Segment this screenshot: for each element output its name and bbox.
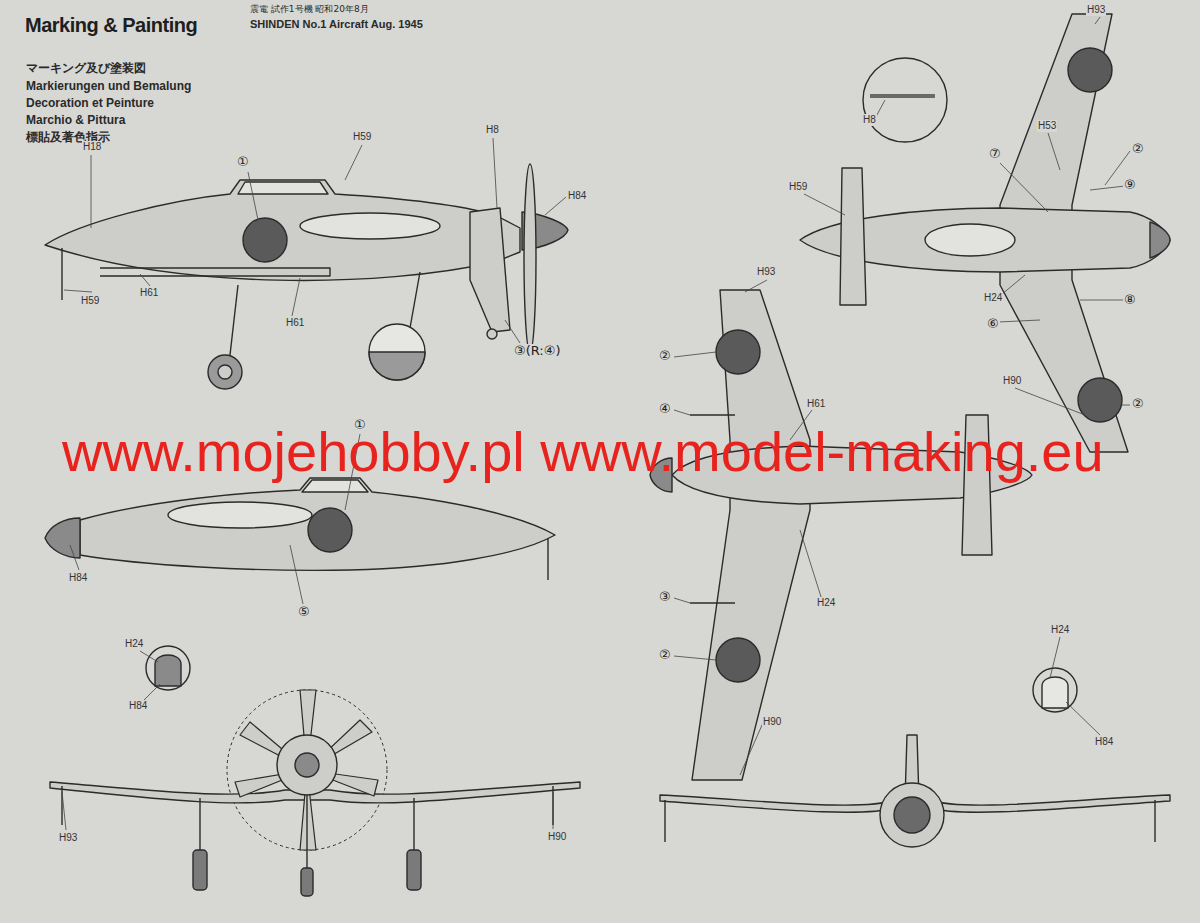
callout-number: ② (1131, 397, 1145, 412)
callout-number: ⑤ (297, 605, 311, 620)
callout-number: ④ (658, 402, 672, 417)
color-code: H90 (547, 831, 567, 843)
color-code: H53 (1037, 120, 1057, 132)
page-title: Marking & Painting (25, 14, 197, 37)
color-code: H84 (68, 572, 88, 584)
callout-number: ⑦ (988, 147, 1002, 162)
watermark: www.mojehobby.pl www.model-making.eu (62, 420, 1104, 484)
color-code: H93 (756, 266, 776, 278)
callout-number: ⑨ (1123, 178, 1137, 193)
callout-number: ② (658, 349, 672, 364)
color-code: H59 (352, 131, 372, 143)
color-code: H61 (806, 398, 826, 410)
color-code: H93 (58, 832, 78, 844)
color-code: H24 (124, 638, 144, 650)
callout-number: ③(R:④) (513, 344, 561, 359)
color-code: H93 (1086, 4, 1106, 16)
color-code: H59 (788, 181, 808, 193)
color-code: H90 (762, 716, 782, 728)
color-code: H61 (285, 317, 305, 329)
subtitle: SHINDEN No.1 Aircraft Aug. 1945 (250, 18, 423, 31)
color-code: H59 (80, 295, 100, 307)
color-code: H24 (983, 292, 1003, 304)
callout-number: ② (658, 648, 672, 663)
color-code: H8 (485, 124, 500, 136)
color-code: H90 (1002, 375, 1022, 387)
callout-number: ⑧ (1123, 293, 1137, 308)
color-code: H8 (862, 114, 877, 126)
subtitle: 震電 試作1号機 昭和20年8月 (250, 4, 369, 14)
callout-number: ① (236, 155, 250, 170)
header-line: Marchio & Pittura (26, 114, 125, 128)
header-line: Markierungen und Bemalung (26, 80, 191, 94)
header-line: マーキング及び塗装図 (26, 62, 146, 76)
callout-number: ③ (658, 590, 672, 605)
color-code: H24 (1050, 624, 1070, 636)
callout-number: ② (1131, 142, 1145, 157)
color-code: H84 (1094, 736, 1114, 748)
color-code: H24 (816, 597, 836, 609)
color-code: H18 (82, 141, 102, 153)
color-code: H84 (567, 190, 587, 202)
color-code: H61 (139, 287, 159, 299)
header-line: Decoration et Peinture (26, 97, 154, 111)
callout-number: ⑥ (986, 317, 1000, 332)
color-code: H84 (128, 700, 148, 712)
